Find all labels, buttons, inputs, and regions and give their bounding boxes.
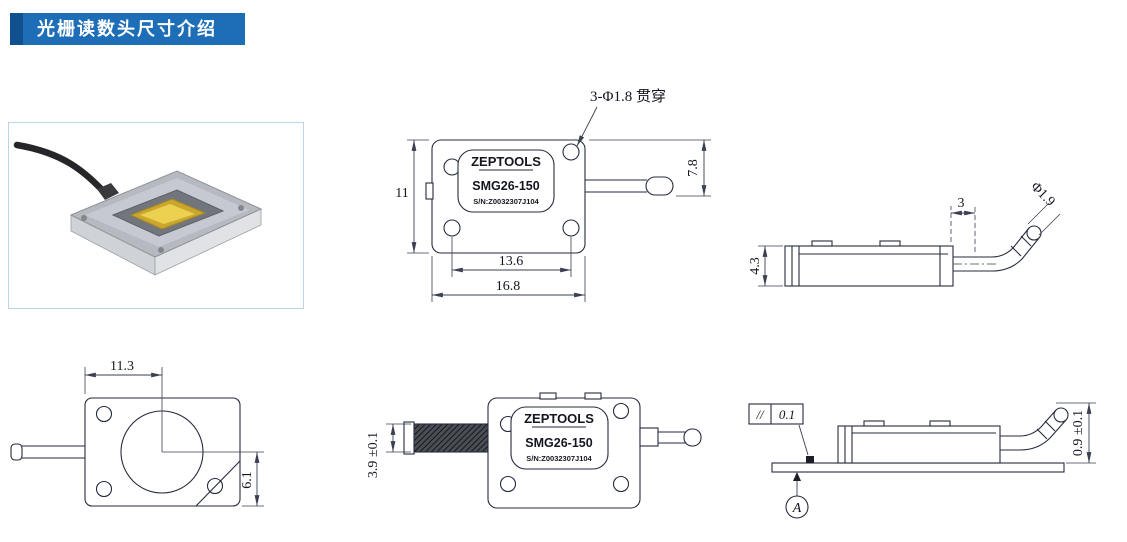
bottom-view: ZEPTOOLS SMG26-150 S/N:Z0032307J104 3.9 … [366,392,702,509]
cable-end-cap [1026,225,1042,241]
ferrule-tick [1020,235,1032,247]
datum-circle [785,495,809,519]
reference-pad [806,456,814,463]
mount-hole [562,219,580,237]
fcf-frame [748,403,804,425]
dim-cable-height-bottom: 3.9 ±0.1 [366,423,411,478]
mounted-side-view: // 0.1 A 0.9 ±0.1 [748,402,1096,519]
product-photo-illustration [13,141,263,276]
dim-text: 6.1 [240,471,255,489]
datum-label: A [792,501,802,516]
dim-gap-height: 0.9 ±0.1 [1056,402,1096,464]
side-view-top: 3 Φ1.9 4.3 [748,179,1061,287]
flatness-value: 0.1 [779,407,795,422]
side-clip [929,420,951,427]
dim-body-width: 16.8 [431,256,586,302]
mounting-plate [771,462,1065,473]
mount-hole [612,475,630,493]
product-photo-frame [8,122,304,309]
page-header: 光栅读数头尺寸介绍 [10,13,245,45]
serial-text: S/N:Z0032307J104 [526,454,592,463]
front-view: ZEPTOOLS SMG26-150 S/N:Z0032307J104 11 7… [395,88,711,302]
top-tab [584,392,602,400]
header-accent-block [10,13,23,45]
serial-text: S/N:Z0032307J104 [473,197,539,206]
mount-hole [95,405,113,423]
dim-text: 3.9 ±0.1 [366,432,381,478]
side-clip [811,240,833,247]
cable-end-cap [1053,407,1069,423]
mount-hole [95,480,113,498]
dim-text: 11 [395,186,408,201]
pin-block [639,427,659,447]
mount-hole [562,143,580,161]
ferrule-tick [1044,420,1056,432]
optical-window-inner [140,204,195,224]
cable-hatch-fill [412,423,489,453]
dim-text: 7.8 [686,159,701,177]
dim-cable-height: 7.8 [589,139,711,197]
dim-text: 3 [958,196,965,211]
screw-hole [158,247,164,253]
dim-hole-spacing: 13.6 [451,237,572,277]
product-cable [13,141,111,199]
mount-hole [206,477,224,495]
front-left-tab [425,182,434,200]
dim-center-height: 6.1 [162,451,264,507]
page-title: 光栅读数头尺寸介绍 [23,13,245,45]
brand-text: ZEPTOOLS [471,154,541,169]
side-body-outline [784,245,954,287]
pin-end-cap [683,428,702,447]
dim-side-height: 4.3 [748,245,783,287]
mount-hole [443,219,461,237]
dim-text: 4.3 [748,257,763,275]
label-outline [457,149,555,213]
cable-edge [953,237,1040,272]
side-clip [879,240,901,247]
dim-bend-offset: 3 [950,196,976,252]
dim-text: 11.3 [110,359,134,374]
dim-center-offset: 11.3 [84,359,163,452]
mount-hole [612,402,630,420]
model-text: SMG26-150 [472,179,539,193]
fcf-leader [798,424,809,456]
dim-text: 0.9 ±0.1 [1071,410,1086,456]
dim-text: 16.8 [496,279,521,294]
datum-feature: A [785,472,809,519]
dim-text: 13.6 [499,254,524,269]
label-outline [510,406,609,470]
dim-body-height: 11 [395,139,429,254]
cable-end-cap [10,443,23,461]
screw-hole [81,215,87,221]
dim-text: Φ1.9 [1027,179,1057,209]
cable-end-cap [403,421,415,455]
holes-leader-note: 3-Φ1.8 贯穿 [576,88,666,147]
mount-hole [499,475,517,493]
ferrule-tick [1036,428,1048,440]
brand-text: ZEPTOOLS [524,411,594,426]
back-view: 11.3 6.1 [10,359,264,507]
cable-sleeve [645,176,674,196]
cable-edge [1000,419,1067,451]
cable-edge [1000,409,1057,437]
note-text: 3-Φ1.8 贯穿 [590,88,666,105]
cable-strain-relief [97,183,119,200]
top-tab [539,392,557,400]
screw-hole [238,205,244,211]
side-body-outline [837,425,1001,464]
flatness-symbol: // [755,407,765,422]
model-text: SMG26-150 [525,436,592,450]
ferrule-tick [1010,245,1022,257]
side-clip [863,420,885,427]
datum-triangle [793,472,801,481]
flatness-callout: // 0.1 [748,403,809,456]
corner-chamfer [195,460,241,507]
